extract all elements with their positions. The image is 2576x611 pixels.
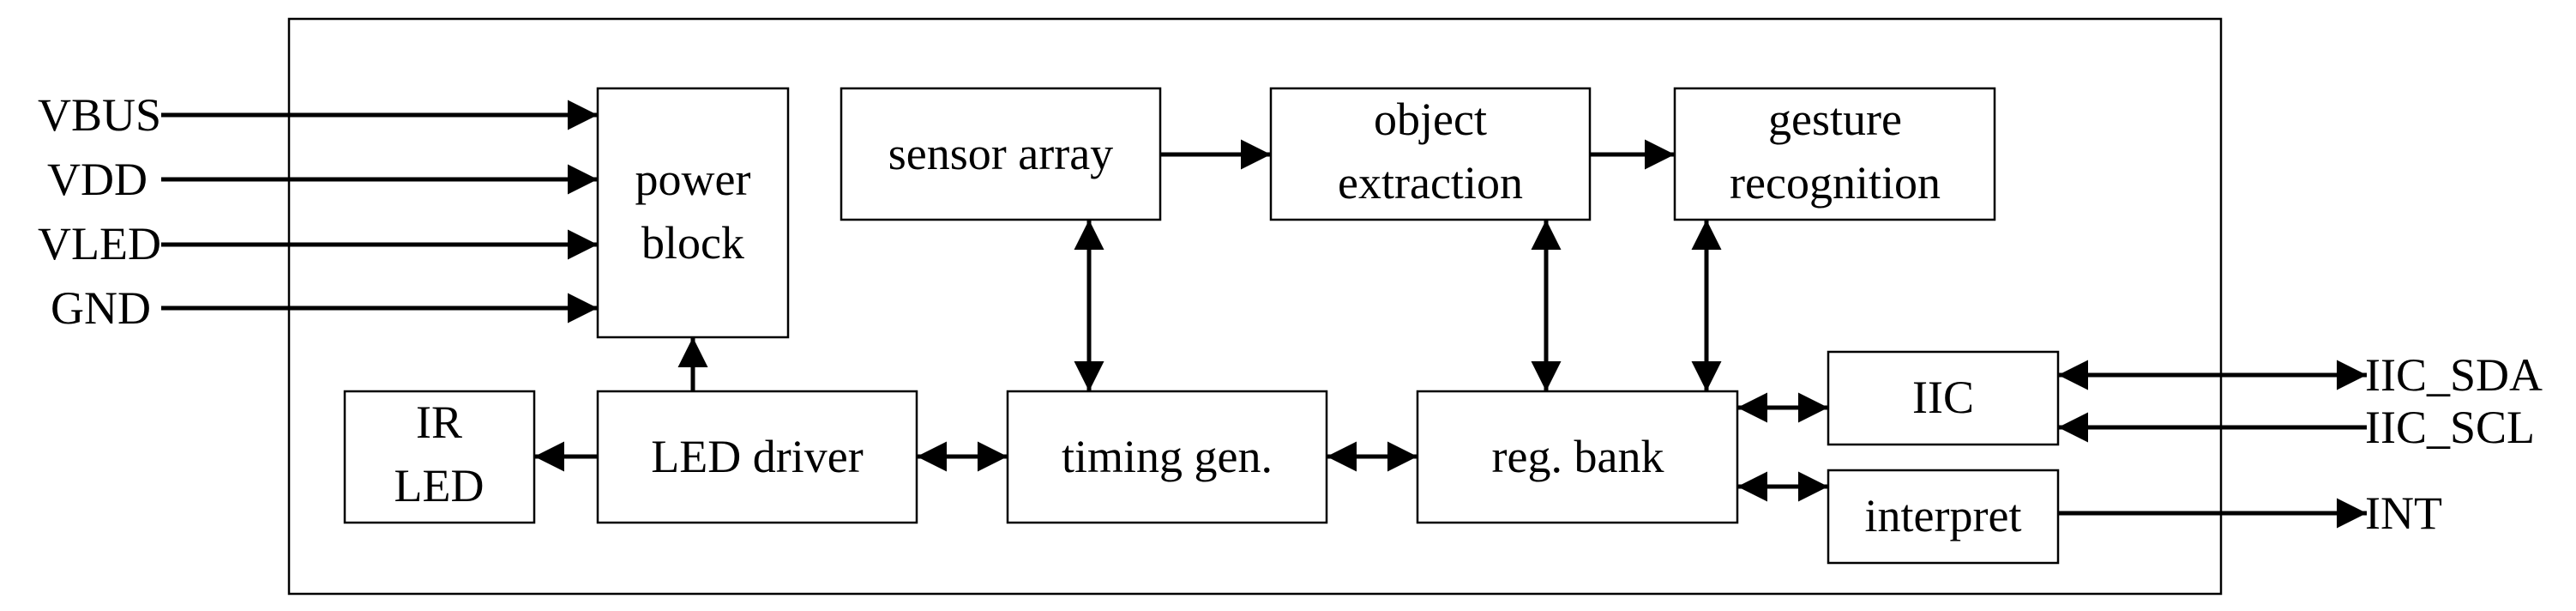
- interpret-block: interpret: [1827, 469, 2060, 565]
- iic-block: IIC: [1827, 350, 2060, 446]
- pin-label-int: INT: [2365, 487, 2442, 539]
- pin-label-gnd: GND: [51, 282, 151, 334]
- object-extraction-label-line1: object: [1374, 94, 1487, 145]
- reg-bank-block: reg. bank: [1416, 390, 1739, 524]
- ir-led-label-line1: IR: [416, 396, 462, 448]
- timing-gen-label: timing gen.: [1062, 431, 1273, 482]
- reg-bank-label: reg. bank: [1492, 431, 1664, 482]
- object-extraction-block: object extraction: [1269, 87, 1592, 221]
- pin-label-iic-scl: IIC_SCL: [2365, 402, 2535, 453]
- ir-led-block: IR LED: [343, 390, 536, 524]
- power-block-label-line1: power: [635, 154, 751, 205]
- led-driver-label: LED driver: [651, 431, 863, 482]
- sensor-array-block: sensor array: [840, 87, 1162, 221]
- gesture-recognition-label-line2: recognition: [1730, 157, 1941, 209]
- pin-label-iic-sda: IIC_SDA: [2365, 349, 2543, 401]
- power-block: power block: [596, 87, 790, 339]
- ir-led-label-line2: LED: [394, 460, 485, 511]
- object-extraction-label-line2: extraction: [1338, 157, 1523, 209]
- power-block-label-line2: block: [641, 217, 744, 269]
- timing-gen-block: timing gen.: [1006, 390, 1328, 524]
- interpret-label: interpret: [1865, 490, 2022, 541]
- sensor-array-label: sensor array: [888, 128, 1113, 179]
- pin-label-vdd: VDD: [47, 154, 147, 205]
- gesture-recognition-block: gesture recognition: [1673, 87, 1996, 221]
- led-driver-block: LED driver: [596, 390, 918, 524]
- iic-label: IIC: [1912, 372, 1974, 423]
- pin-label-vled: VLED: [38, 218, 161, 269]
- pin-label-vbus: VBUS: [38, 89, 161, 141]
- gesture-recognition-label-line1: gesture: [1768, 94, 1902, 145]
